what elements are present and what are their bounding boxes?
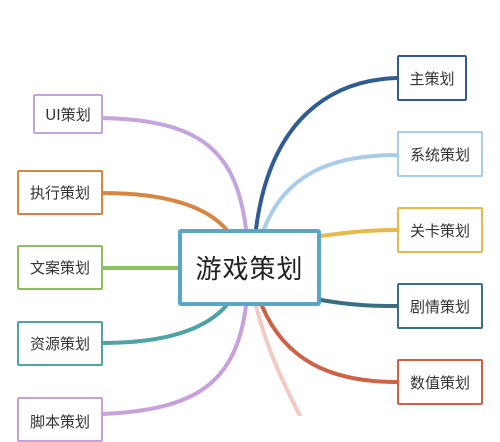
connector-system [262,153,399,231]
node-story-planning[interactable]: 剧情策划 [397,283,483,329]
connector-level [319,228,399,238]
connector-numeric [260,304,399,384]
node-label: 主策划 [409,69,455,88]
connector-resource [100,304,228,345]
mind-map-connectors [100,76,399,416]
node-ui-planning[interactable]: UI策划 [33,94,103,134]
node-label: 数值策划 [409,373,470,392]
connector-execution [100,191,228,231]
node-level-planning[interactable]: 关卡策划 [397,207,483,253]
node-label: 执行策划 [29,184,90,202]
node-copywriting-planning[interactable]: 文案策划 [17,245,103,290]
center-node-label: 游戏策划 [195,255,304,285]
node-label: 资源策划 [29,335,90,353]
node-label: 剧情策划 [409,297,470,316]
node-label: 脚本策划 [29,413,90,431]
node-resource-planning[interactable]: 资源策划 [17,321,103,366]
connector-extra [254,304,302,416]
node-label: UI策划 [45,105,91,124]
node-label: 系统策划 [409,145,470,164]
node-system-planning[interactable]: 系统策划 [397,131,483,177]
node-numeric-planning[interactable]: 数值策划 [397,359,483,405]
connector-lead [254,76,399,231]
node-script-planning[interactable]: 脚本策划 [17,397,103,442]
connector-ui [100,116,248,231]
node-label: 文案策划 [29,259,90,277]
connector-story [319,298,399,308]
node-execution-planning[interactable]: 执行策划 [17,170,103,215]
node-lead-planning[interactable]: 主策划 [397,55,467,101]
node-label: 关卡策划 [409,221,470,240]
center-node[interactable]: 游戏策划 [178,229,321,306]
connector-script [100,304,248,416]
